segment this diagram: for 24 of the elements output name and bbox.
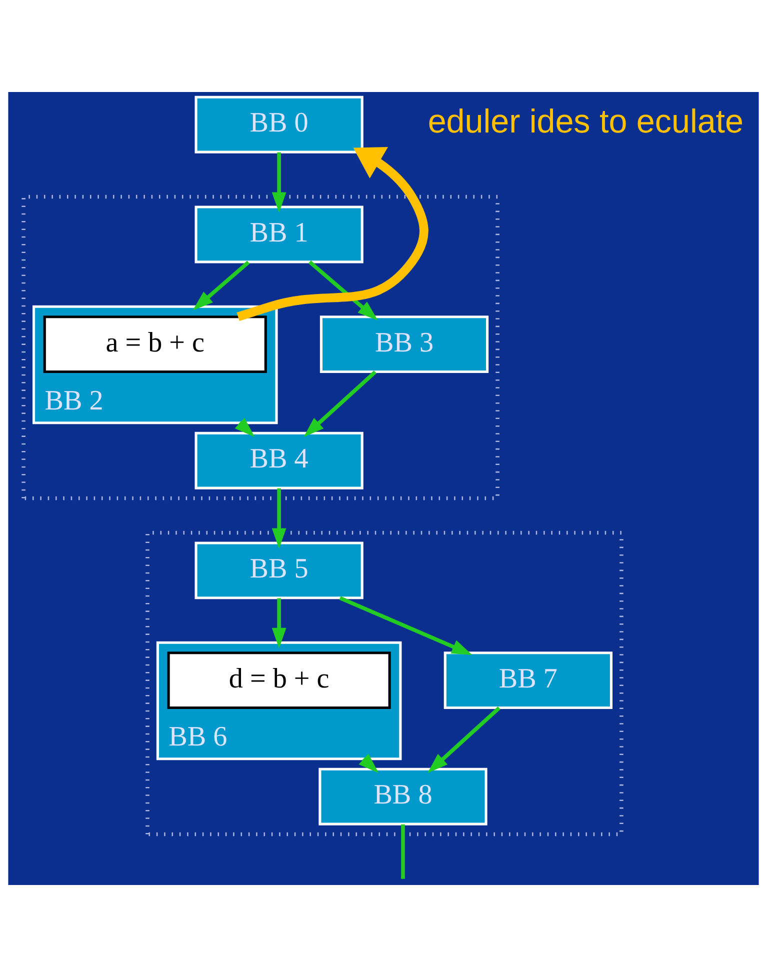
arrow xyxy=(272,152,286,212)
node-box: BB 5 xyxy=(194,541,364,599)
cluster xyxy=(22,194,500,500)
label: eduler ides to eculate xyxy=(428,103,744,140)
arrow xyxy=(358,753,379,772)
node-box: BB 3 xyxy=(320,315,489,373)
node-box: BB 1 xyxy=(194,205,364,263)
node-box: BB 8 xyxy=(318,767,488,825)
arrow xyxy=(236,146,428,321)
node-box: BB 7 xyxy=(444,651,612,709)
node-box: BB 0 xyxy=(194,95,364,153)
cluster xyxy=(146,530,624,836)
arrow xyxy=(339,596,472,654)
arrow xyxy=(272,598,286,648)
connector xyxy=(401,824,405,878)
arrow xyxy=(308,260,378,320)
node-box: d = b + c xyxy=(167,651,391,709)
arrow xyxy=(272,488,286,548)
arrow xyxy=(234,417,255,436)
arrow xyxy=(428,706,500,772)
arrow xyxy=(304,370,377,436)
node-box: BB 4 xyxy=(194,431,364,489)
node-box: a = b + c xyxy=(43,315,267,373)
arrow xyxy=(192,260,250,310)
